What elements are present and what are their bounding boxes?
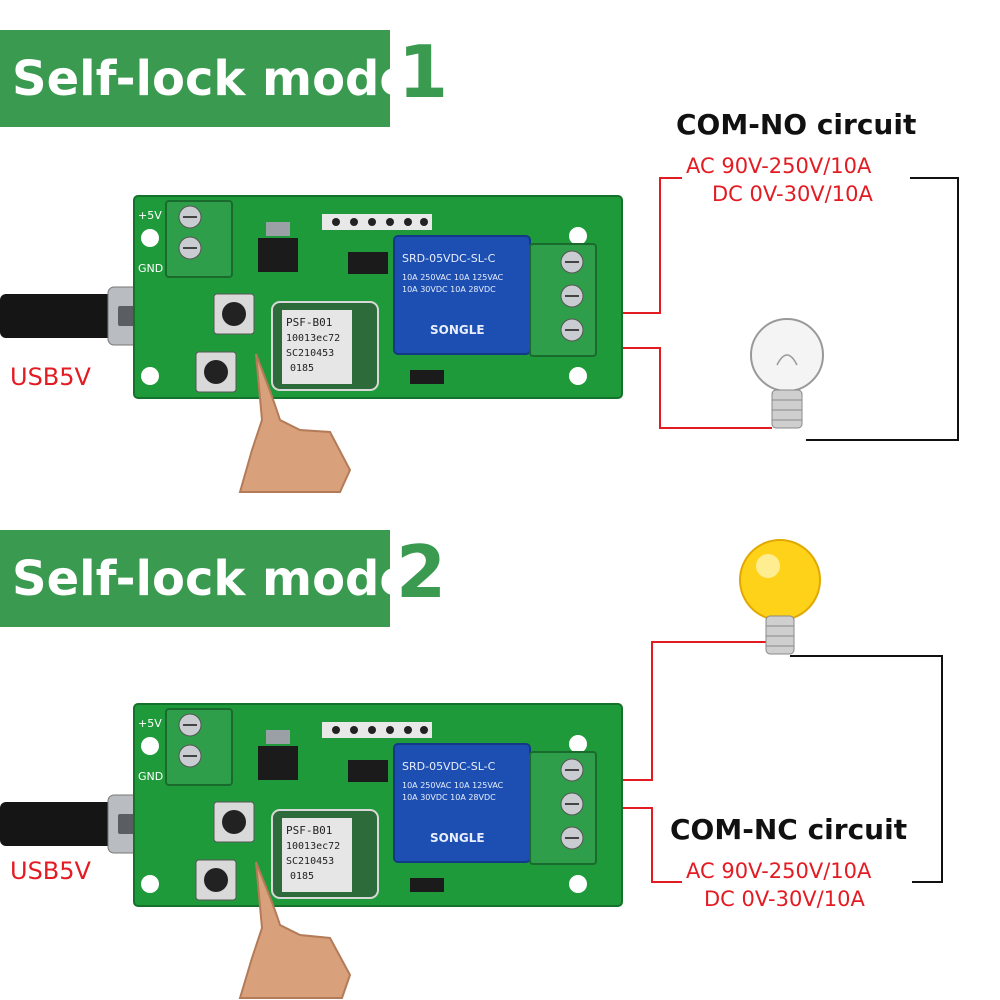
svg-text:10A 250VAC 10A 125VAC: 10A 250VAC 10A 125VAC	[402, 273, 504, 282]
svg-text:10A 250VAC 10A 125VAC: 10A 250VAC 10A 125VAC	[402, 781, 504, 790]
red-wire-no	[622, 347, 772, 429]
relay-terminal-block	[529, 243, 597, 357]
circuit-title: COM-NC circuit	[670, 813, 908, 846]
svg-text:SONGLE: SONGLE	[430, 323, 485, 337]
mode-number: 1	[398, 30, 449, 114]
pressing-hand	[238, 861, 352, 999]
light-bulb-off	[750, 318, 824, 429]
red-wire-nc	[622, 641, 770, 781]
pin-header	[322, 214, 432, 230]
light-bulb-on	[739, 539, 821, 655]
voltage-regulator	[258, 238, 298, 272]
push-button-top	[213, 293, 255, 335]
pin-5v-label: +5V	[138, 717, 162, 730]
svg-text:0185: 0185	[290, 871, 314, 882]
usb-label: USB5V	[10, 363, 91, 391]
usb-cable	[0, 794, 149, 854]
mount-hole	[141, 367, 159, 385]
svg-text:10013ec72: 10013ec72	[286, 841, 340, 852]
diode	[410, 370, 444, 384]
svg-text:SRD-05VDC-SL-C: SRD-05VDC-SL-C	[402, 760, 496, 773]
red-wire-com	[622, 177, 682, 314]
spec-ac: AC 90V-250V/10A	[686, 859, 872, 883]
push-button-top	[213, 801, 255, 843]
mount-hole	[141, 737, 159, 755]
svg-text:SRD-05VDC-SL-C: SRD-05VDC-SL-C	[402, 252, 496, 265]
mode-banner: Self-lock mode	[0, 530, 412, 627]
svg-text:SONGLE: SONGLE	[430, 831, 485, 845]
panel-self-lock-mode-1: Self-lock mode 1 COM-NO circuit AC 90V-2…	[0, 30, 959, 493]
svg-text:PSF-B01: PSF-B01	[286, 824, 332, 837]
circuit-title: COM-NO circuit	[676, 108, 917, 141]
mount-hole	[569, 735, 587, 753]
wifi-module: PSF-B01 10013ec72 SC210453 0185	[271, 809, 379, 899]
svg-text:SC210453: SC210453	[286, 856, 334, 867]
voltage-regulator	[258, 746, 298, 780]
mount-hole	[141, 875, 159, 893]
mount-hole	[569, 367, 587, 385]
svg-text:SC210453: SC210453	[286, 348, 334, 359]
ic-chip	[348, 760, 388, 782]
svg-text:PSF-B01: PSF-B01	[286, 316, 332, 329]
panel-self-lock-mode-2: Self-lock mode 2 COM-NC circuit AC 90V-2…	[0, 500, 1000, 1000]
ic-chip	[348, 252, 388, 274]
mode-label: Self-lock mode	[12, 50, 412, 107]
svg-text:0185: 0185	[290, 363, 314, 374]
spec-dc: DC 0V-30V/10A	[704, 887, 865, 911]
mount-hole	[569, 875, 587, 893]
panel-illustration: +5V GND	[0, 539, 943, 999]
pin-gnd-label: GND	[138, 770, 163, 783]
power-terminal-block	[165, 708, 233, 786]
wifi-module: PSF-B01 10013ec72 SC210453 0185	[271, 301, 379, 391]
relay-board: +5V GND	[133, 195, 623, 399]
red-wire-com	[622, 807, 682, 883]
svg-text:10A 30VDC 10A 28VDC: 10A 30VDC 10A 28VDC	[402, 793, 496, 802]
circuit-wiring	[622, 177, 959, 441]
spec-ac: AC 90V-250V/10A	[686, 154, 872, 178]
mode-label: Self-lock mode	[12, 550, 412, 607]
svg-text:10A 30VDC 10A 28VDC: 10A 30VDC 10A 28VDC	[402, 285, 496, 294]
pin-header	[322, 722, 432, 738]
push-button-bottom	[195, 859, 237, 901]
relay-board: +5V GND	[133, 703, 623, 907]
mode-number: 2	[396, 530, 447, 614]
spec-dc: DC 0V-30V/10A	[712, 182, 873, 206]
pin-5v-label: +5V	[138, 209, 162, 222]
black-wire-return	[806, 177, 959, 441]
pressing-hand	[238, 353, 352, 493]
push-button-bottom	[195, 351, 237, 393]
black-wire-return	[790, 655, 943, 883]
mount-hole	[569, 227, 587, 245]
power-terminal-block	[165, 200, 233, 278]
diode	[410, 878, 444, 892]
panel-illustration: +5V GND	[0, 177, 959, 493]
pin-gnd-label: GND	[138, 262, 163, 275]
relay: SRD-05VDC-SL-C 10A 250VAC 10A 125VAC 10A…	[393, 743, 531, 863]
mode-banner: Self-lock mode	[0, 30, 412, 127]
relay-terminal-block	[529, 751, 597, 865]
svg-text:10013ec72: 10013ec72	[286, 333, 340, 344]
usb-label: USB5V	[10, 857, 91, 885]
usb-cable	[0, 286, 149, 346]
relay: SRD-05VDC-SL-C 10A 250VAC 10A 125VAC 10A…	[393, 235, 531, 355]
circuit-wiring	[622, 641, 943, 883]
mount-hole	[141, 229, 159, 247]
